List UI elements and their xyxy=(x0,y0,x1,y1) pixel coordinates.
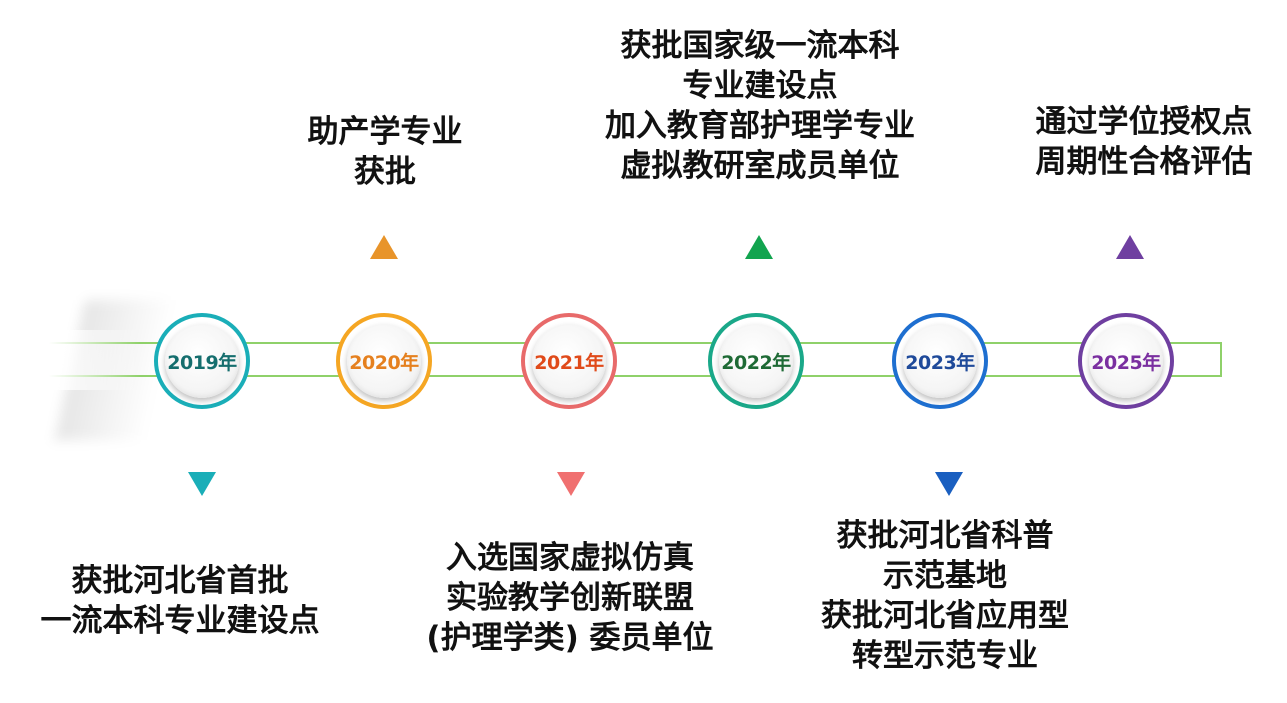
event-text-2021: 入选国家虚拟仿真 实验教学创新联盟 (护理学类) 委员单位 xyxy=(426,540,714,656)
year-node-2025: 2025年 xyxy=(1078,313,1174,409)
event-text-2023: 获批河北省科普 示范基地 获批河北省应用型 转型示范专业 xyxy=(821,518,1069,674)
year-node-2023: 2023年 xyxy=(892,313,988,409)
pointer-down-2023-icon xyxy=(935,472,963,496)
year-node-2020: 2020年 xyxy=(336,313,432,409)
event-text-2025: 通过学位授权点 周期性合格评估 xyxy=(1035,104,1253,180)
event-text-2020: 助产学专业 获批 xyxy=(307,114,463,190)
year-label-2021: 2021年 xyxy=(534,351,604,374)
event-text-2022: 获批国家级一流本科 专业建设点 加入教育部护理学专业 虚拟教研室成员单位 xyxy=(605,28,915,184)
pointer-up-2025-icon xyxy=(1116,235,1144,259)
pointer-up-2020-icon xyxy=(370,235,398,259)
track-fade xyxy=(0,330,140,390)
year-node-2019: 2019年 xyxy=(154,313,250,409)
pointer-down-2019-icon xyxy=(188,472,216,496)
year-node-2022: 2022年 xyxy=(708,313,804,409)
pointer-up-2022-icon xyxy=(745,235,773,259)
year-label-2022: 2022年 xyxy=(721,351,791,374)
year-label-2023: 2023年 xyxy=(905,351,975,374)
pointer-down-2021-icon xyxy=(557,472,585,496)
year-label-2019: 2019年 xyxy=(167,351,237,374)
year-label-2025: 2025年 xyxy=(1091,351,1161,374)
year-node-2021: 2021年 xyxy=(521,313,617,409)
year-label-2020: 2020年 xyxy=(349,351,419,374)
event-text-2019: 获批河北省首批 一流本科专业建设点 xyxy=(40,563,320,639)
timeline-track xyxy=(40,342,1222,377)
